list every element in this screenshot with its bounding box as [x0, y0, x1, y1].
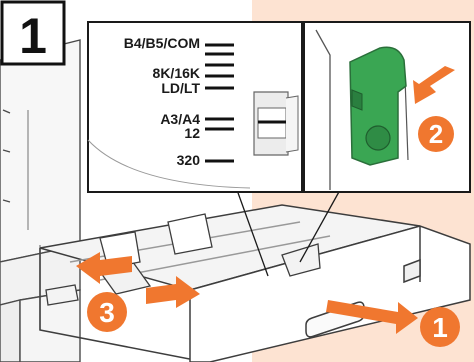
size-label-b4-b5-com: B4/B5/COM: [124, 35, 200, 51]
size-label-8k-16k: 8K/16K: [153, 65, 200, 81]
size-label-panel: B4/B5/COM 8K/16K LD/LT A3/A4 12 320: [88, 22, 302, 192]
callout-three-number: 3: [99, 297, 115, 328]
size-label-ld-lt: LD/LT: [161, 80, 200, 96]
step-number-box: 1: [2, 2, 64, 64]
callout-two-number: 2: [429, 119, 443, 149]
size-label-12: 12: [184, 125, 200, 141]
step-number: 1: [19, 8, 47, 64]
callout-one-number: 1: [432, 312, 448, 343]
size-label-320: 320: [177, 152, 201, 168]
lever-detail-panel: 2: [304, 22, 470, 192]
